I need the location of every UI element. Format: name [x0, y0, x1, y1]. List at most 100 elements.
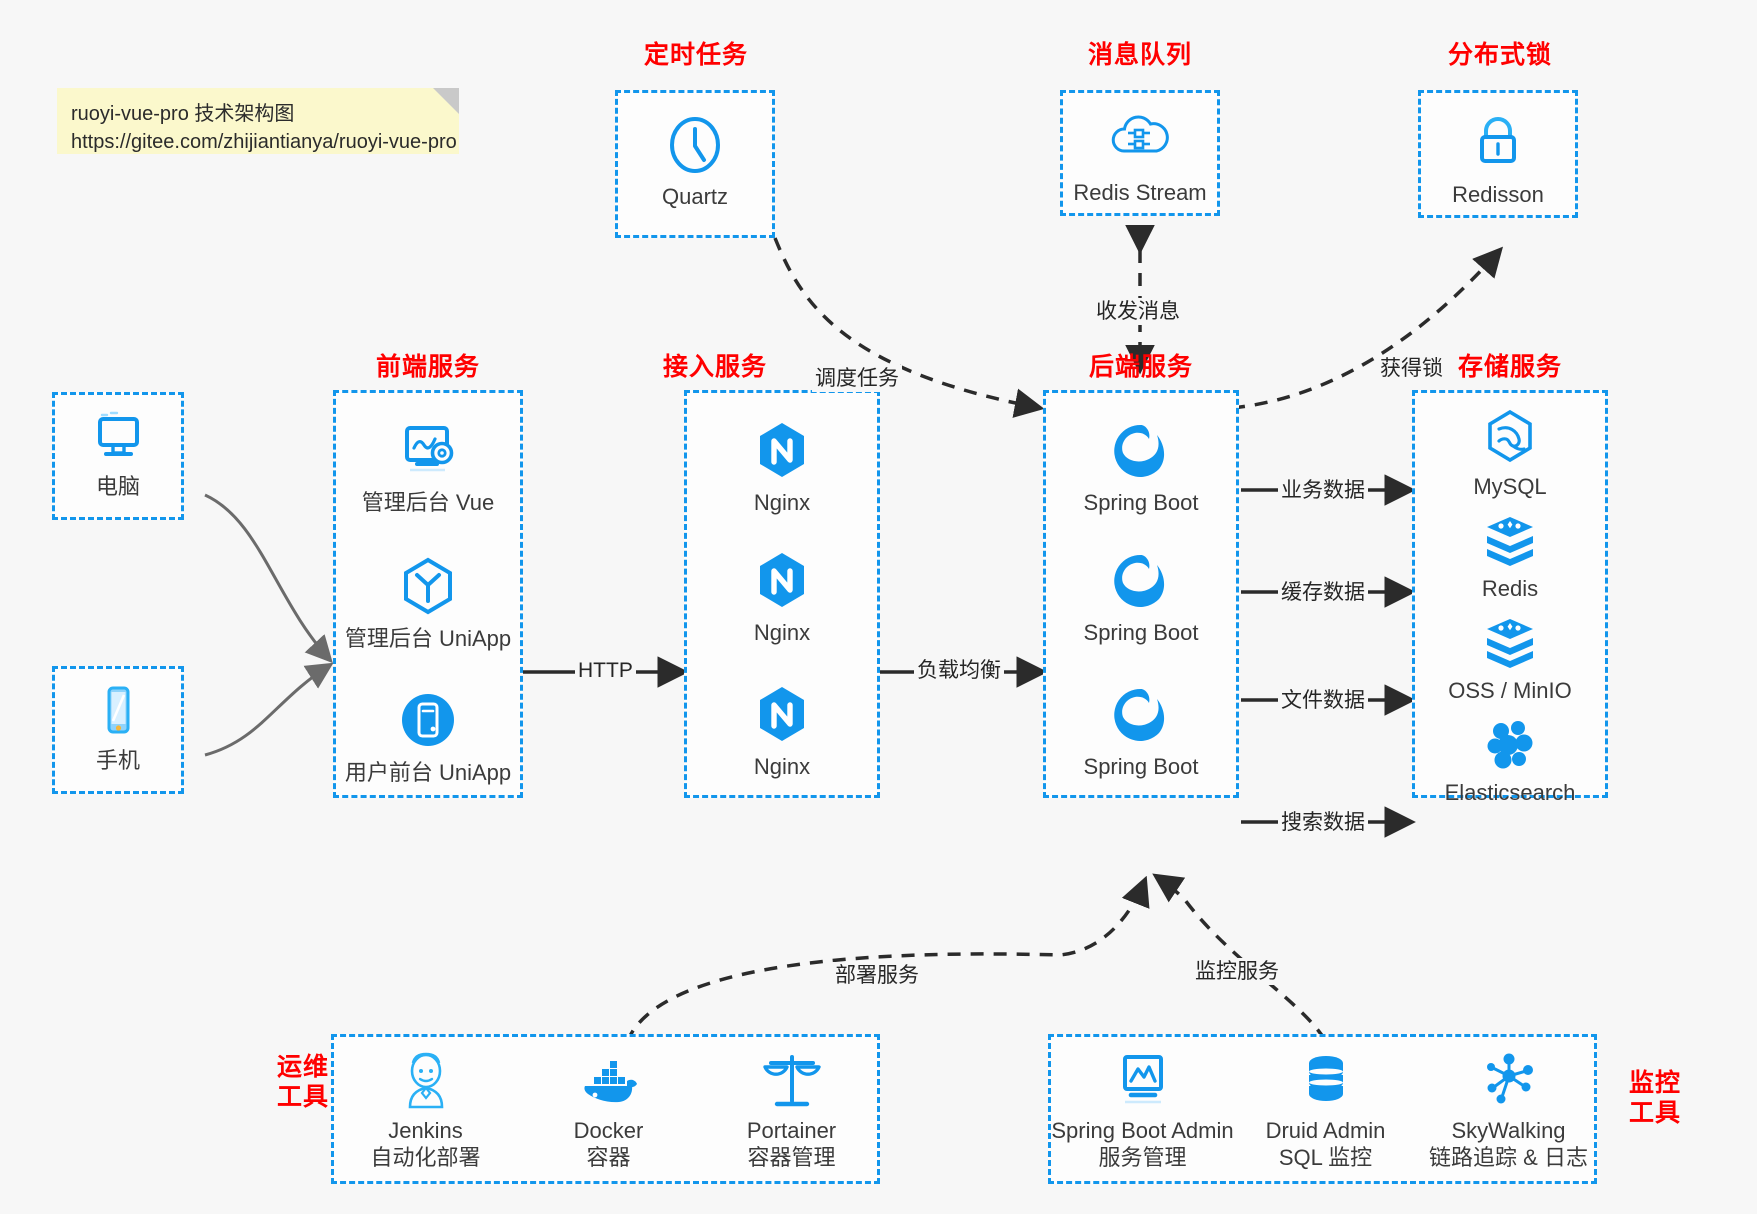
node-label: Spring Boot Admin: [1051, 1118, 1234, 1143]
jenkins-icon: [334, 1051, 517, 1111]
node-label: Druid Admin: [1265, 1118, 1386, 1143]
node-sublabel: 容器: [586, 1145, 631, 1170]
node-spring-boot-1[interactable]: Spring Boot: [1046, 419, 1236, 516]
edge-label-cache-data: 缓存数据: [1278, 579, 1368, 606]
node-portainer[interactable]: Portainer 容器管理: [700, 1051, 883, 1171]
edge-label-http: HTTP: [575, 657, 636, 684]
edge-backend-to-storage: [1241, 474, 1416, 838]
caption-backend-service: 后端服务: [1088, 353, 1193, 381]
node-sublabel: 服务管理: [1098, 1145, 1187, 1170]
group-devops-tools[interactable]: Jenkins 自动化部署 Docker 容器: [331, 1034, 880, 1184]
node-redis-stream[interactable]: Redis Stream: [1063, 109, 1217, 206]
node-quartz[interactable]: Quartz: [618, 113, 772, 210]
edge-client-desktop-to-frontend: [204, 493, 333, 664]
node-docker[interactable]: Docker 容器: [517, 1051, 700, 1171]
node-label: Spring Boot: [1083, 754, 1199, 779]
dashboard-gear-icon: [336, 419, 520, 483]
node-label: Docker: [573, 1118, 644, 1143]
edge-label-business-data: 业务数据: [1278, 477, 1368, 504]
mysql-icon: [1415, 409, 1605, 467]
caption-monitor-tools: 监控 工具: [1610, 1068, 1700, 1128]
lock-icon: [1421, 111, 1575, 175]
node-label: Nginx: [753, 490, 811, 515]
node-mobile[interactable]: 手机: [55, 683, 181, 774]
node-label: Redis Stream: [1073, 180, 1207, 205]
group-message-queue[interactable]: Redis Stream: [1060, 90, 1220, 216]
clock-icon: [618, 113, 772, 177]
node-label: Elasticsearch: [1444, 780, 1576, 805]
edge-label-schedule-task: 调度任务: [812, 365, 902, 392]
hexagon-cube-icon: [336, 555, 520, 619]
skywalking-icon: [1417, 1051, 1600, 1111]
node-label: Redisson: [1452, 182, 1544, 207]
node-spring-boot-admin[interactable]: Spring Boot Admin 服务管理: [1051, 1051, 1234, 1171]
edge-devops-to-backend: [625, 875, 1150, 1043]
group-backend-service[interactable]: Spring Boot Spring Boot Spring Boot: [1043, 390, 1239, 798]
node-elasticsearch[interactable]: Elasticsearch: [1415, 715, 1605, 806]
redis-icon: [1415, 613, 1605, 671]
group-gateway-service[interactable]: Nginx Nginx Nginx: [684, 390, 880, 798]
node-spring-boot-2[interactable]: Spring Boot: [1046, 549, 1236, 646]
node-jenkins[interactable]: Jenkins 自动化部署: [334, 1051, 517, 1171]
node-redisson[interactable]: Redisson: [1421, 111, 1575, 208]
caption-scheduled-task: 定时任务: [643, 41, 748, 69]
node-sublabel: 自动化部署: [370, 1145, 481, 1170]
node-admin-uniapp[interactable]: 管理后台 UniApp: [336, 555, 520, 652]
nginx-icon: [687, 549, 877, 613]
node-label: 用户前台 UniApp: [344, 760, 512, 785]
edge-label-search-data: 搜索数据: [1278, 809, 1368, 836]
node-oss-minio[interactable]: OSS / MinIO: [1415, 613, 1605, 704]
node-sublabel: SQL 监控: [1278, 1145, 1373, 1170]
mobile-circle-icon: [336, 689, 520, 753]
node-nginx-2[interactable]: Nginx: [687, 549, 877, 646]
node-label: Nginx: [753, 754, 811, 779]
node-druid-admin[interactable]: Druid Admin SQL 监控: [1234, 1051, 1417, 1171]
edge-label-acquire-lock: 获得锁: [1377, 355, 1446, 382]
node-user-uniapp[interactable]: 用户前台 UniApp: [336, 689, 520, 786]
node-desktop[interactable]: 电脑: [55, 409, 181, 500]
node-label: Spring Boot: [1083, 490, 1199, 515]
spring-icon: [1046, 419, 1236, 483]
redis-icon: [1415, 511, 1605, 569]
node-label: 电脑: [95, 474, 140, 499]
spring-icon: [1046, 549, 1236, 613]
node-label: 管理后台 Vue: [361, 490, 495, 515]
nginx-icon: [687, 419, 877, 483]
nginx-icon: [687, 683, 877, 747]
node-mysql[interactable]: MySQL: [1415, 409, 1605, 500]
node-spring-boot-3[interactable]: Spring Boot: [1046, 683, 1236, 780]
edge-backend-to-lock: [1231, 246, 1504, 410]
docker-icon: [517, 1051, 700, 1111]
spring-icon: [1046, 683, 1236, 747]
edge-label-file-data: 文件数据: [1278, 687, 1368, 714]
mobile-icon: [55, 683, 181, 741]
node-redis[interactable]: Redis: [1415, 511, 1605, 602]
caption-line-2: 工具: [276, 1083, 329, 1111]
node-label: Jenkins: [388, 1118, 463, 1143]
caption-message-queue: 消息队列: [1087, 41, 1192, 69]
title-note: ruoyi-vue-pro 技术架构图 https://gitee.com/zh…: [57, 88, 459, 154]
group-storage-service[interactable]: MySQL Redis: [1412, 390, 1608, 805]
caption-gateway-service: 接入服务: [662, 353, 767, 381]
node-label: Nginx: [753, 620, 811, 645]
group-distributed-lock[interactable]: Redisson: [1418, 90, 1578, 218]
group-frontend-service[interactable]: 管理后台 Vue 管理后台 UniApp 用户前台 U: [333, 390, 523, 798]
caption-storage-service: 存储服务: [1457, 353, 1562, 381]
node-skywalking[interactable]: SkyWalking 链路追踪 & 日志: [1417, 1051, 1600, 1171]
node-nginx-1[interactable]: Nginx: [687, 419, 877, 516]
node-label: MySQL: [1473, 474, 1547, 499]
caption-line-1: 监控: [1628, 1069, 1681, 1097]
database-icon: [1234, 1051, 1417, 1111]
note-line-2: https://gitee.com/zhijiantianya/ruoyi-vu…: [71, 131, 457, 153]
edge-label-send-receive-message: 收发消息: [1093, 298, 1183, 325]
node-admin-vue[interactable]: 管理后台 Vue: [336, 419, 520, 516]
group-scheduled-task[interactable]: Quartz: [615, 90, 775, 238]
group-client-mobile[interactable]: 手机: [52, 666, 184, 794]
elasticsearch-icon: [1415, 715, 1605, 773]
node-label: Portainer: [746, 1118, 837, 1143]
node-label: Redis: [1481, 576, 1539, 601]
group-monitor-tools[interactable]: Spring Boot Admin 服务管理 Druid Admin SQL 监…: [1048, 1034, 1597, 1184]
group-client-desktop[interactable]: 电脑: [52, 392, 184, 520]
node-nginx-3[interactable]: Nginx: [687, 683, 877, 780]
note-fold-corner: [433, 88, 459, 114]
